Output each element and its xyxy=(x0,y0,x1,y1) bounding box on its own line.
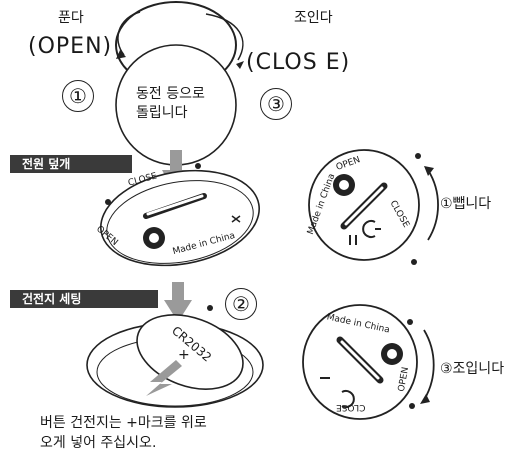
instruction-line2: 오게 넣어 주십시오. xyxy=(40,435,157,451)
step-3-number: ③ xyxy=(260,88,292,120)
turn-arrow-2 xyxy=(423,329,435,401)
step-1-number: ① xyxy=(62,80,94,112)
view2-close-label: CLOSE xyxy=(336,402,366,412)
rotate-text-line1: 동전 등으로 xyxy=(136,86,205,102)
down-arrow-2 xyxy=(164,282,192,322)
cover-angled xyxy=(100,169,260,267)
instruction-line1: 버튼 건전지는 +마크를 위로 xyxy=(40,415,207,431)
loosen-korean: 푼다 xyxy=(58,10,84,26)
battery-plus-mark: + xyxy=(178,347,190,363)
rotate-text-line2: 돌립니다 xyxy=(136,105,188,121)
tighten-arrow xyxy=(205,13,244,61)
side-note-step1: ①뺍니다 xyxy=(440,196,492,212)
loosen-english: (OPEN) xyxy=(28,34,113,59)
side-note-step3: ③조입니다 xyxy=(440,361,505,377)
tighten-korean: 조인다 xyxy=(294,10,333,26)
tighten-english: (CLOS E) xyxy=(246,50,351,75)
turn-arrow-1 xyxy=(427,169,439,241)
step-2-number: ② xyxy=(225,288,257,320)
loosen-arrow xyxy=(117,11,141,56)
section-battery-header: 건전지 세팅 xyxy=(10,290,158,308)
insert-arrow xyxy=(146,360,182,396)
section-cover-header: 전원 덮개 xyxy=(10,155,132,173)
coin-battery xyxy=(136,314,244,390)
